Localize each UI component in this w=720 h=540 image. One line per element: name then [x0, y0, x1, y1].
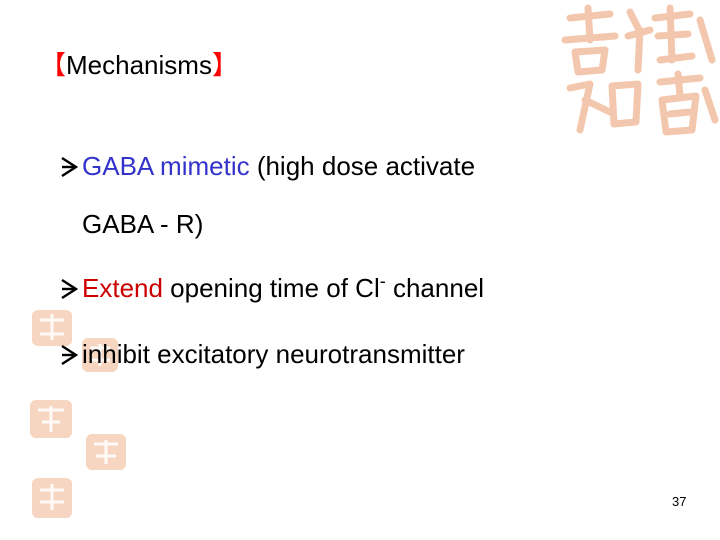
bullet-extend-opening: Extend opening time of Cl- channel [60, 271, 484, 305]
calligraphy-decoration [561, 4, 719, 136]
page-number: 37 [672, 494, 687, 509]
bullet-extend-rest: opening time of Cl [162, 273, 380, 303]
seal-decoration [30, 310, 126, 518]
chloride-superscript: - [379, 271, 386, 291]
bullet-gaba-mimetic: GABA mimetic (high dose activate [60, 149, 475, 183]
arrow-bullet-icon [60, 149, 82, 183]
bullet-mimetic-rest: (high dose activate [249, 151, 476, 181]
bullet-extend-text: Extend [82, 273, 163, 303]
arrow-bullet-icon [60, 271, 82, 305]
bullet-extend-tail: channel [385, 273, 485, 303]
bullet-inhibit-text: inhibit excitatory neurotransmitter [82, 339, 465, 369]
title-bracket-close: 】 [211, 50, 238, 80]
bullet-gaba-continuation: GABA - R) [82, 209, 204, 239]
arrow-bullet-icon [60, 337, 82, 371]
title-text: Mechanisms [66, 50, 212, 80]
bullet-mimetic-text: GABA mimetic [82, 151, 250, 181]
bullet-inhibit: inhibit excitatory neurotransmitter [60, 337, 465, 371]
title-bracket-open: 【 [40, 50, 67, 80]
page-title: 【Mechanisms】 [40, 48, 238, 82]
